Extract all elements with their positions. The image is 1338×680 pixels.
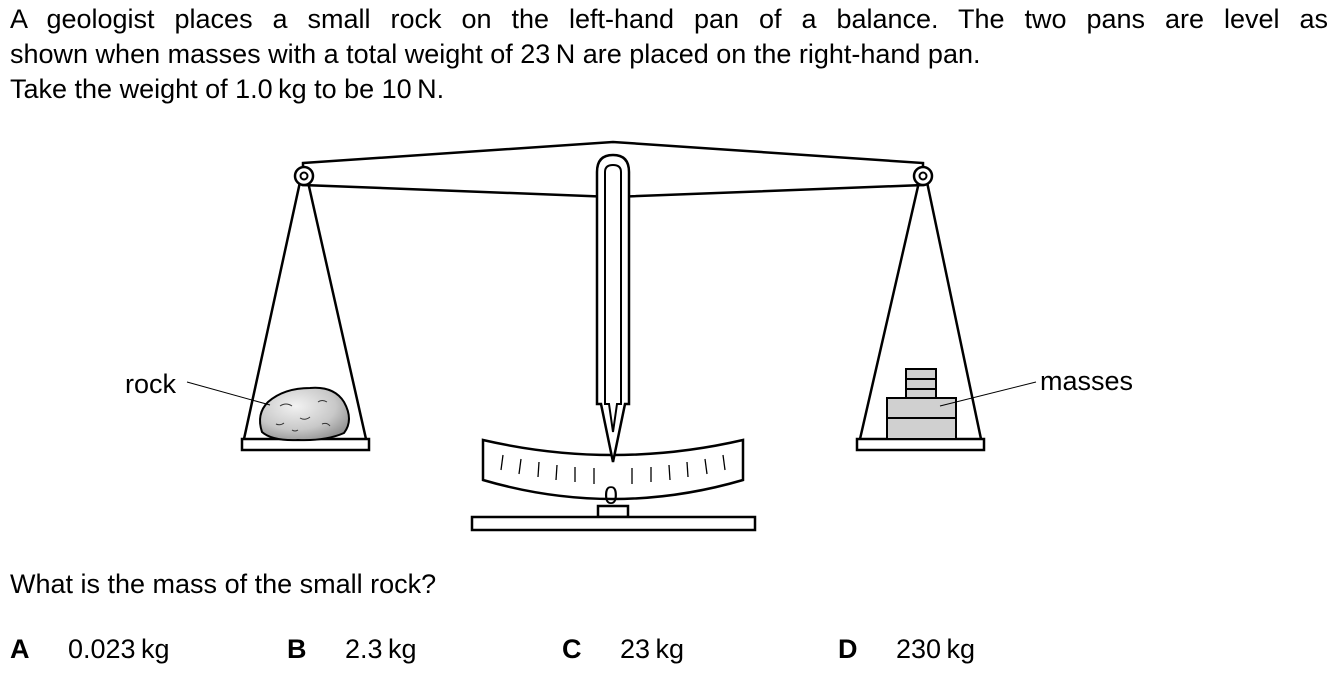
question-stem: A geologist places a small rock on the l… (10, 2, 1328, 107)
rock-leader-line (186, 381, 271, 406)
stem-line-3: Take the weight of 1.0 kg to be 10 N. (10, 74, 445, 104)
right-pan (855, 437, 986, 452)
option-a[interactable]: A 0.023 kg (10, 632, 170, 667)
masses-label: masses (1040, 366, 1134, 396)
option-c-text: 23 kg (620, 634, 684, 664)
option-d[interactable]: D 230 kg (838, 632, 975, 667)
rock-label: rock (125, 369, 177, 399)
pivot-right (912, 165, 934, 187)
option-d-letter: D (838, 634, 858, 664)
option-a-letter: A (10, 634, 30, 664)
masses-stack (886, 368, 957, 440)
question-text: What is the mass of the small rock? (10, 569, 437, 599)
option-c-letter: C (562, 634, 582, 664)
stem-line-2: shown when masses with a total weight of… (10, 39, 981, 69)
option-b[interactable]: B 2.3 kg (287, 632, 416, 667)
scale-arc (481, 438, 745, 501)
option-b-letter: B (287, 634, 307, 664)
stem-line-1: A geologist places a small rock on the l… (10, 4, 1328, 34)
rock (259, 386, 350, 442)
option-b-text: 2.3 kg (345, 634, 417, 664)
pointer (595, 153, 631, 463)
pan-strings (242, 181, 983, 440)
option-c[interactable]: C 23 kg (562, 632, 684, 667)
base-stand (470, 504, 757, 532)
pivot-left (293, 165, 315, 187)
option-d-text: 230 kg (896, 634, 975, 664)
scale-zero-label: 0 (604, 482, 618, 510)
option-a-text: 0.023 kg (68, 634, 170, 664)
masses-leader-line (939, 381, 1037, 407)
